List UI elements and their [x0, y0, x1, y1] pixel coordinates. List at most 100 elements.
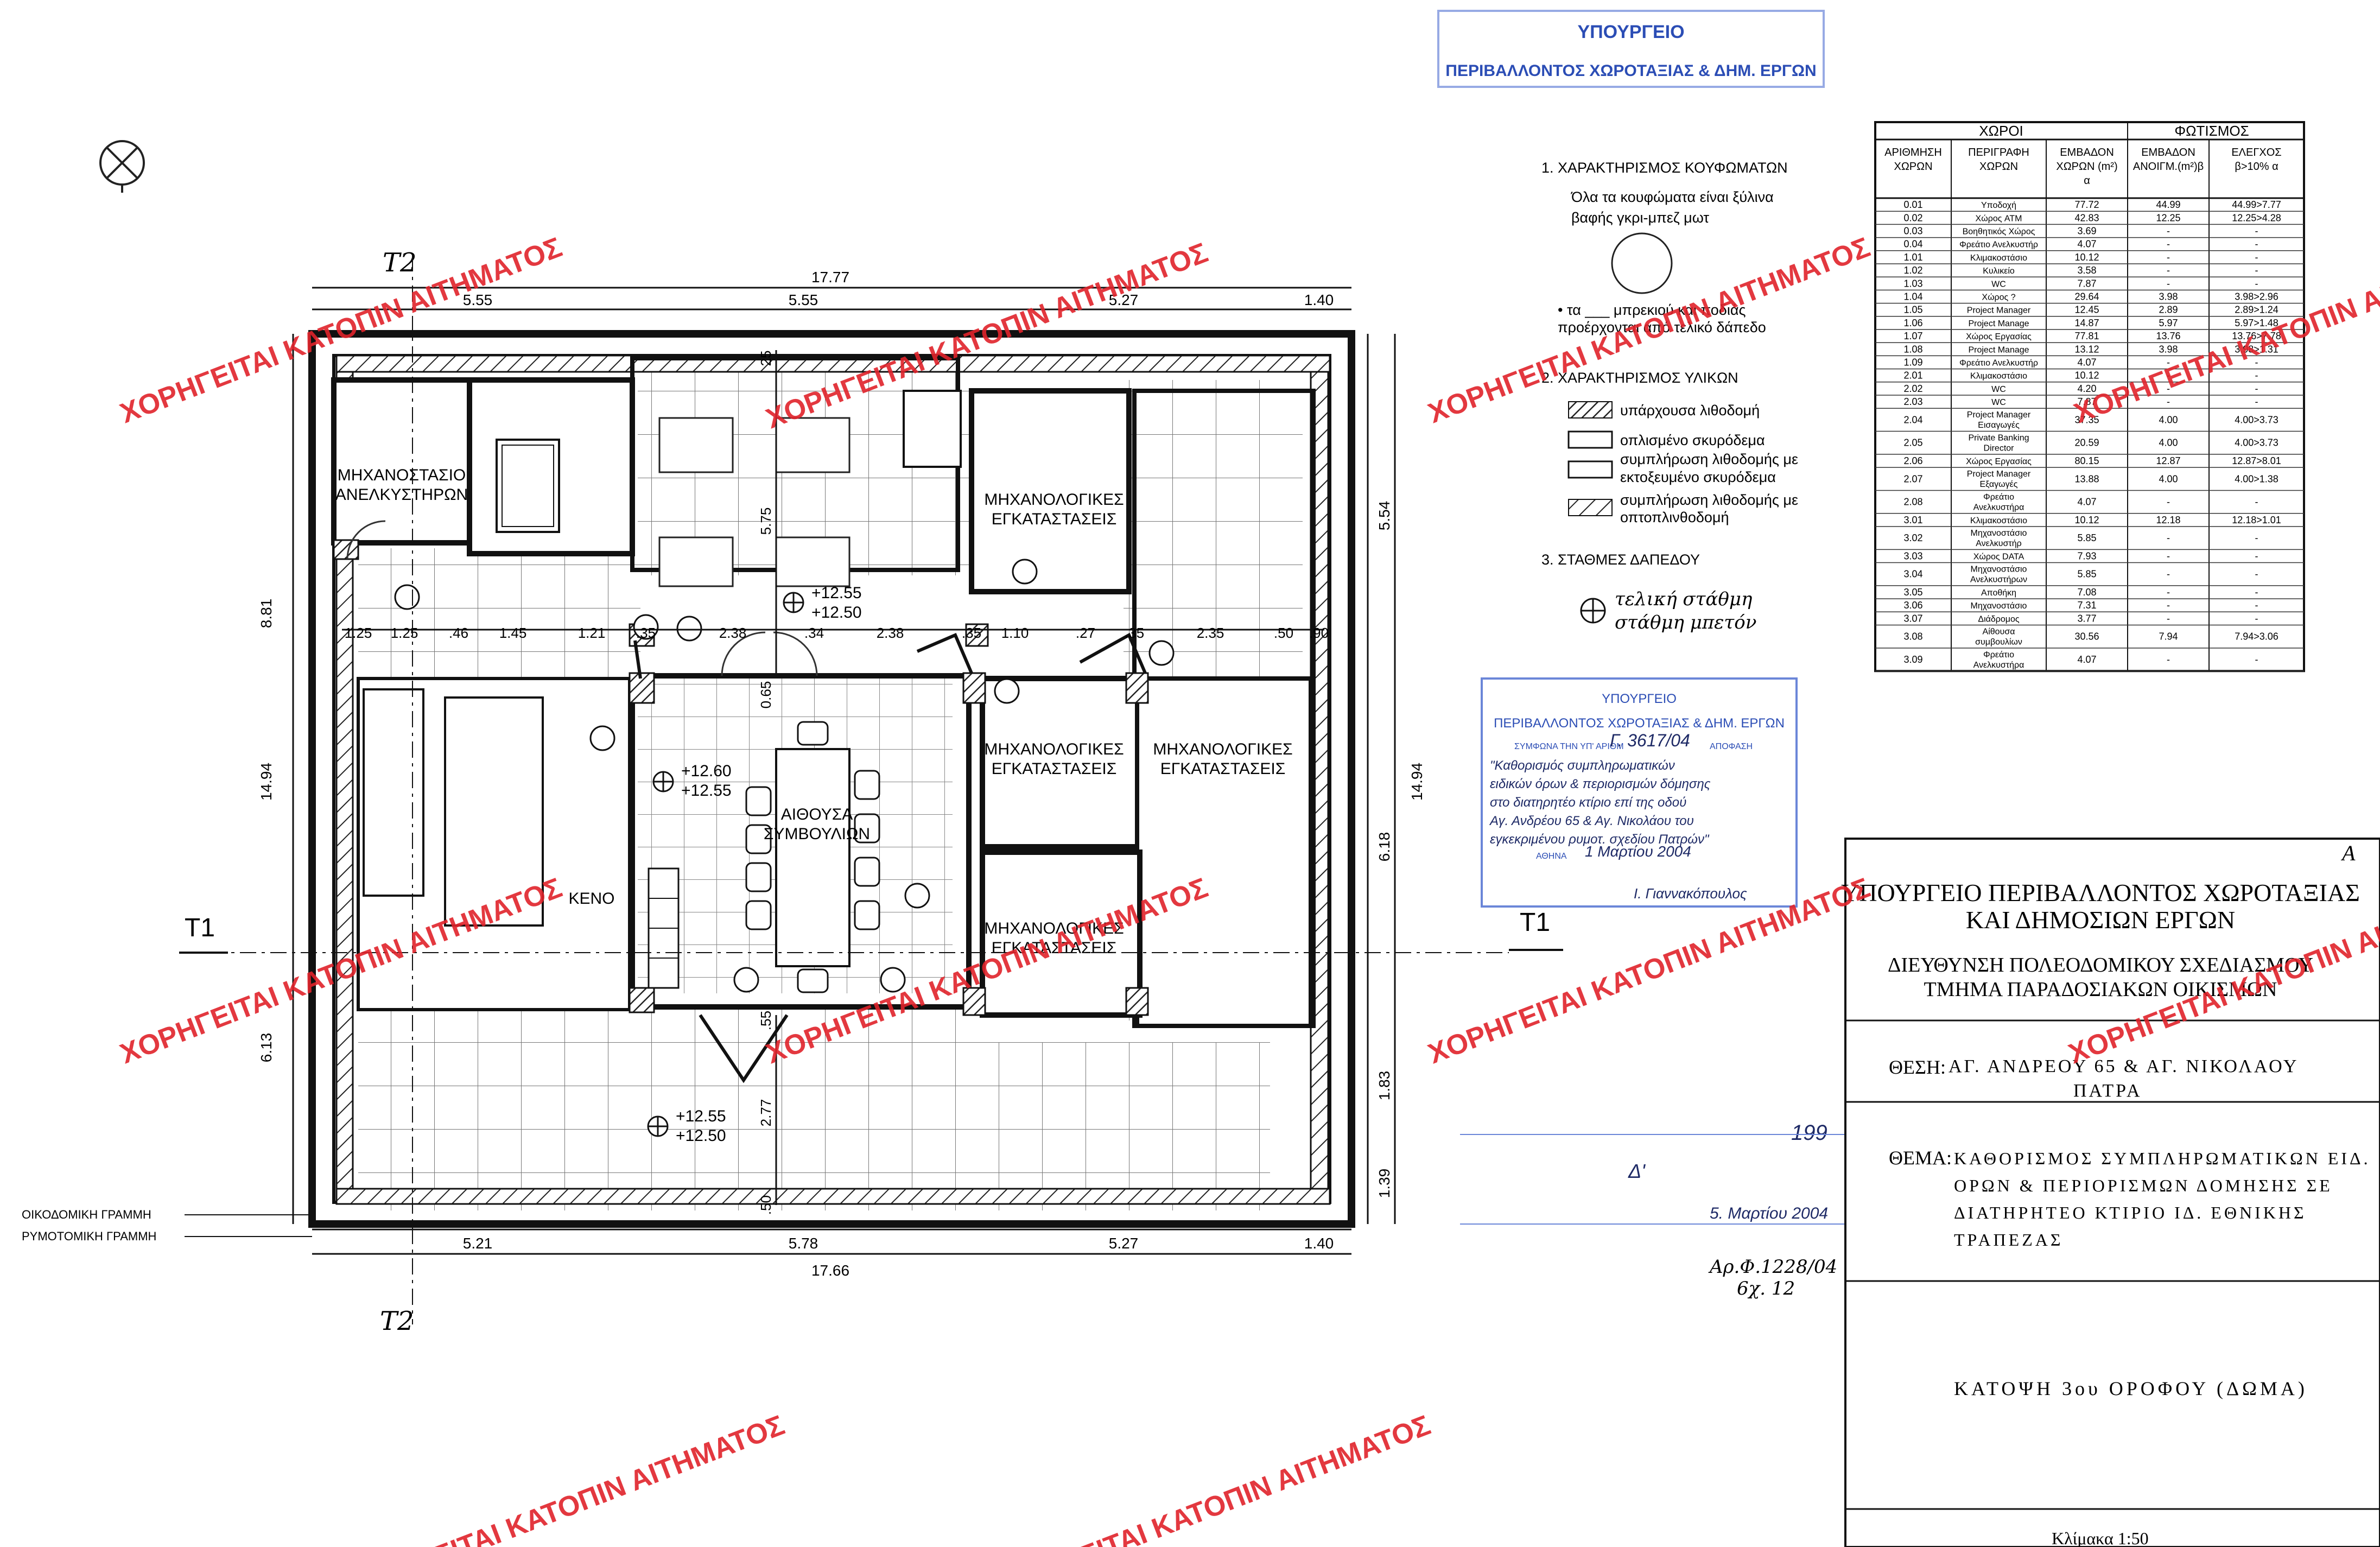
table-cell: - — [2255, 357, 2258, 368]
table-cell: - — [2255, 252, 2258, 263]
cabinets — [648, 867, 680, 989]
table-cell: 13.88 — [2074, 473, 2099, 484]
svg-text:ΑΠΟΦΑΣΗ: ΑΠΟΦΑΣΗ — [1710, 742, 1753, 751]
svg-text:ΑΓ. ΑΝΔΡΕΟΥ 65 & ΑΓ. ΝΙΚΟΛΑΟ: ΑΓ. ΑΝΔΡΕΟΥ 65 & ΑΓ. ΝΙΚΟΛΑΟΥ — [1949, 1056, 2299, 1076]
section-markers: T2 T2 T1 T1 — [179, 248, 1563, 1336]
table-cell: 12.87>8.01 — [2232, 455, 2281, 466]
legend-heading-3: 3. ΣΤΑΘΜΕΣ ΔΑΠΕΔΟΥ — [1541, 551, 1700, 568]
table-cell: 44.99 — [2156, 199, 2180, 210]
mechanical-room-2 — [980, 676, 1143, 849]
svg-text:ΘΕΜΑ:: ΘΕΜΑ: — [1889, 1147, 1952, 1169]
svg-text:1.25: 1.25 — [345, 625, 372, 641]
table-cell: 5.97 — [2159, 318, 2178, 328]
svg-text:2.35: 2.35 — [1197, 625, 1224, 641]
table-cell: 0.04 — [1903, 239, 1922, 250]
title-block: A ΥΠΟΥΡΓΕΙΟ ΠΕΡΙΒΑΛΛΟΝΤΟΣ ΧΩΡΟΤΑΞΙΑΣ ΚΑΙ… — [1841, 838, 2380, 1547]
table-cell: 0.03 — [1903, 226, 1922, 237]
svg-text:5.21: 5.21 — [463, 1235, 493, 1252]
table-cell: Διάδρομος — [1978, 614, 2020, 624]
table-cell: - — [2167, 370, 2170, 381]
svg-text:.35: .35 — [962, 625, 981, 641]
table-cell: 0.01 — [1903, 199, 1922, 210]
terrace-floor — [358, 1010, 982, 1210]
svg-text:ειδικών όρων & περιορισμών δόμ: ειδικών όρων & περιορισμών δόμησης — [1490, 777, 1711, 791]
watermark-9: ΧΟΡΗΓΕΙΤΑΙ ΚΑΤΟΠΙΝ ΑΙΤΗΜΑΤΟΣ — [339, 1409, 789, 1547]
svg-text:5.27: 5.27 — [1109, 291, 1139, 308]
table-cell: Project Manage — [1968, 345, 2029, 354]
svg-text:.35: .35 — [1125, 625, 1144, 641]
dimension-texts: 17.77 5.55 5.55 5.27 1.40 5.21 5.78 5.27… — [258, 269, 1425, 1279]
level-symbol-icon — [1580, 598, 1606, 624]
table-cell: Υποδοχή — [1981, 201, 2016, 210]
svg-text:προέρχονται από τελικό δάπεδο: προέρχονται από τελικό δάπεδο — [1558, 319, 1766, 335]
table-cell: Κλιμακοστάσιο — [1970, 516, 2027, 525]
table-cell: Φρεάτιο Ανελκυστήρ — [1959, 359, 2038, 368]
table-cell: - — [2167, 252, 2170, 263]
svg-text:ΥΠΟΥΡΓΕΙΟ: ΥΠΟΥΡΓΕΙΟ — [1577, 22, 1684, 42]
table-cell: - — [2255, 600, 2258, 611]
table-cell: - — [2167, 532, 2170, 543]
table-cell: 3.98>1.31 — [2235, 344, 2279, 354]
table-cell: 7.93 — [2077, 550, 2096, 561]
table-cell: - — [2167, 226, 2170, 237]
table-cell: 2.04 — [1903, 414, 1922, 425]
svg-text:.34: .34 — [804, 625, 824, 641]
table-cell: 42.83 — [2074, 212, 2099, 223]
table-cell: - — [2167, 600, 2170, 611]
svg-text:ΡΥΜΟΤΟΜΙΚΗ ΓΡΑΜΜΗ: ΡΥΜΟΤΟΜΙΚΗ ΓΡΑΜΜΗ — [22, 1229, 156, 1243]
table-cell: - — [2255, 239, 2258, 250]
svg-text:1.83: 1.83 — [1376, 1071, 1393, 1101]
table-cell: Μηχανοστάσιο — [1971, 601, 2027, 611]
svg-text:6.13: 6.13 — [258, 1033, 275, 1063]
svg-text:25: 25 — [758, 351, 774, 366]
ministry-title: ΥΠΟΥΡΓΕΙΟ ΠΕΡΙΒΑΛΛΟΝΤΟΣ ΧΩΡΟΤΑΞΙΑΣ — [1841, 879, 2360, 906]
svg-text:.35: .35 — [636, 625, 656, 641]
staircase — [363, 688, 544, 927]
svg-text:17.77: 17.77 — [811, 269, 849, 286]
table-cell: 2.89>1.24 — [2235, 305, 2279, 315]
table-cell: 13.12 — [2074, 344, 2099, 354]
table-cell: 7.87 — [2077, 396, 2096, 407]
svg-text:.90: .90 — [1309, 625, 1329, 641]
watermark-10: ΧΟΡΗΓΕΙΤΑΙ ΚΑΤΟΠΙΝ ΑΙΤΗΜΑΤΟΣ — [985, 1409, 1435, 1547]
svg-text:5.54: 5.54 — [1376, 501, 1393, 531]
svg-text:14.94: 14.94 — [258, 763, 275, 801]
svg-text:5.75: 5.75 — [758, 508, 774, 535]
table-cell: 44.99>7.77 — [2232, 199, 2281, 210]
svg-text:1.45: 1.45 — [499, 625, 527, 641]
table-cell: 12.25>4.28 — [2232, 212, 2281, 223]
table-cell: 2.89 — [2159, 305, 2178, 315]
table-cell: 4.00 — [2159, 414, 2178, 425]
svg-text:ΑΘΗΝΑ: ΑΘΗΝΑ — [1536, 852, 1567, 861]
table-cell: - — [2255, 370, 2258, 381]
table-cell: 4.00 — [2159, 438, 2178, 448]
table-cell: - — [2167, 383, 2170, 394]
skylight-panels — [658, 417, 851, 587]
svg-text:"Καθορισμός συμπληρωματικών: "Καθορισμός συμπληρωματικών — [1490, 758, 1675, 773]
stamp-registration: 199 Δ' 5. Μαρτίου 2004 — [1460, 1121, 1856, 1225]
table-cell: 1.09 — [1903, 357, 1922, 368]
table-cell: 12.25 — [2156, 212, 2180, 223]
table-cell: 3.07 — [1903, 613, 1922, 624]
table-cell: 12.18 — [2156, 515, 2180, 525]
legend: 1. ΧΑΡΑΚΤΗΡΙΣΜΟΣ ΚΟΥΦΩΜΑΤΩΝ Όλα τα κουφώ… — [1541, 160, 1798, 633]
table-cell: 12.45 — [2074, 305, 2099, 315]
table-cell: Project Manage — [1968, 319, 2029, 328]
svg-text:0.65: 0.65 — [758, 681, 774, 709]
table-cell: Φρεάτιο Ανελκυστήρ — [1959, 240, 2038, 250]
table-cell: 13.76>7.78 — [2232, 331, 2281, 341]
